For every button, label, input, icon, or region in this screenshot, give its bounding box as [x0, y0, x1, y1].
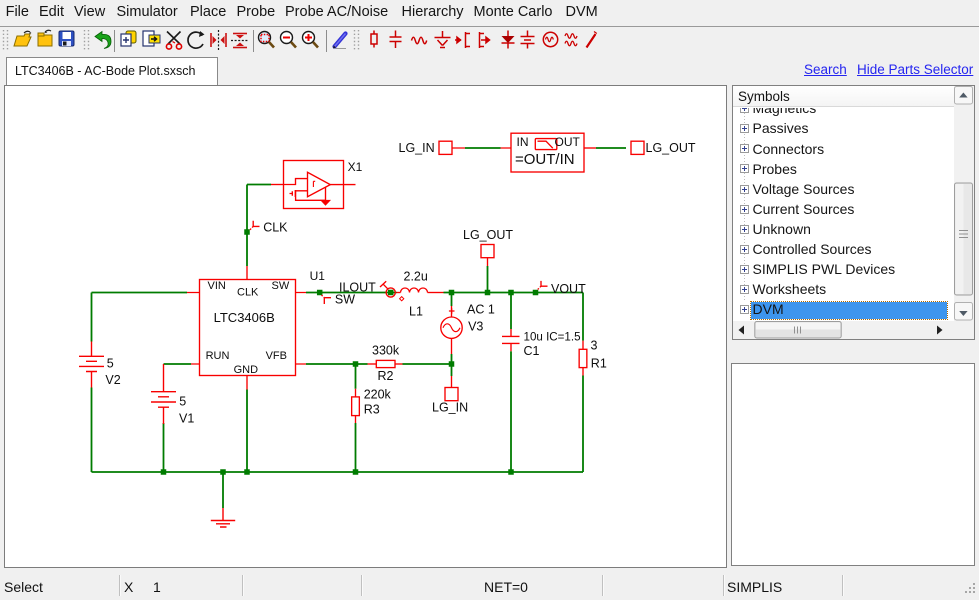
- svg-text:GND: GND: [234, 364, 259, 376]
- svg-text:OUT: OUT: [555, 135, 581, 149]
- svg-text:10u IC=1.5: 10u IC=1.5: [524, 331, 581, 344]
- svg-text:VFB: VFB: [266, 350, 287, 362]
- svg-text:5: 5: [107, 357, 114, 371]
- svg-text:3: 3: [591, 339, 598, 353]
- svg-text:AC 1: AC 1: [467, 303, 495, 317]
- svg-text:U1: U1: [310, 269, 326, 283]
- svg-text:5: 5: [179, 395, 186, 409]
- svg-text:220k: 220k: [364, 387, 392, 401]
- svg-text:IN: IN: [517, 135, 529, 149]
- svg-text:LG_IN: LG_IN: [432, 400, 468, 414]
- svg-text:X1: X1: [348, 160, 363, 174]
- svg-text:SW: SW: [335, 292, 355, 306]
- svg-text:VIN: VIN: [208, 280, 226, 292]
- svg-text:CLK: CLK: [237, 286, 259, 298]
- svg-text:LG_OUT: LG_OUT: [463, 228, 513, 242]
- svg-text:L1: L1: [409, 304, 423, 318]
- svg-text:VOUT: VOUT: [551, 282, 586, 296]
- svg-text:SW: SW: [272, 280, 290, 292]
- svg-text:=OUT/IN: =OUT/IN: [515, 151, 575, 168]
- svg-text:LG_IN: LG_IN: [399, 141, 435, 155]
- svg-text:LTC3406B: LTC3406B: [214, 310, 275, 325]
- svg-text:LG_OUT: LG_OUT: [646, 141, 696, 155]
- svg-text:R3: R3: [364, 402, 380, 416]
- svg-text:V2: V2: [105, 373, 120, 387]
- svg-text:V1: V1: [179, 412, 194, 426]
- svg-text:V3: V3: [468, 319, 483, 333]
- svg-text:330k: 330k: [372, 343, 400, 357]
- svg-text:RUN: RUN: [206, 350, 230, 362]
- svg-text:R2: R2: [378, 369, 394, 383]
- svg-text:R1: R1: [591, 356, 607, 370]
- svg-text:CLK: CLK: [263, 220, 288, 234]
- svg-text:C1: C1: [524, 344, 540, 358]
- svg-text:2.2u: 2.2u: [404, 270, 428, 284]
- svg-text:ILOUT: ILOUT: [339, 280, 376, 294]
